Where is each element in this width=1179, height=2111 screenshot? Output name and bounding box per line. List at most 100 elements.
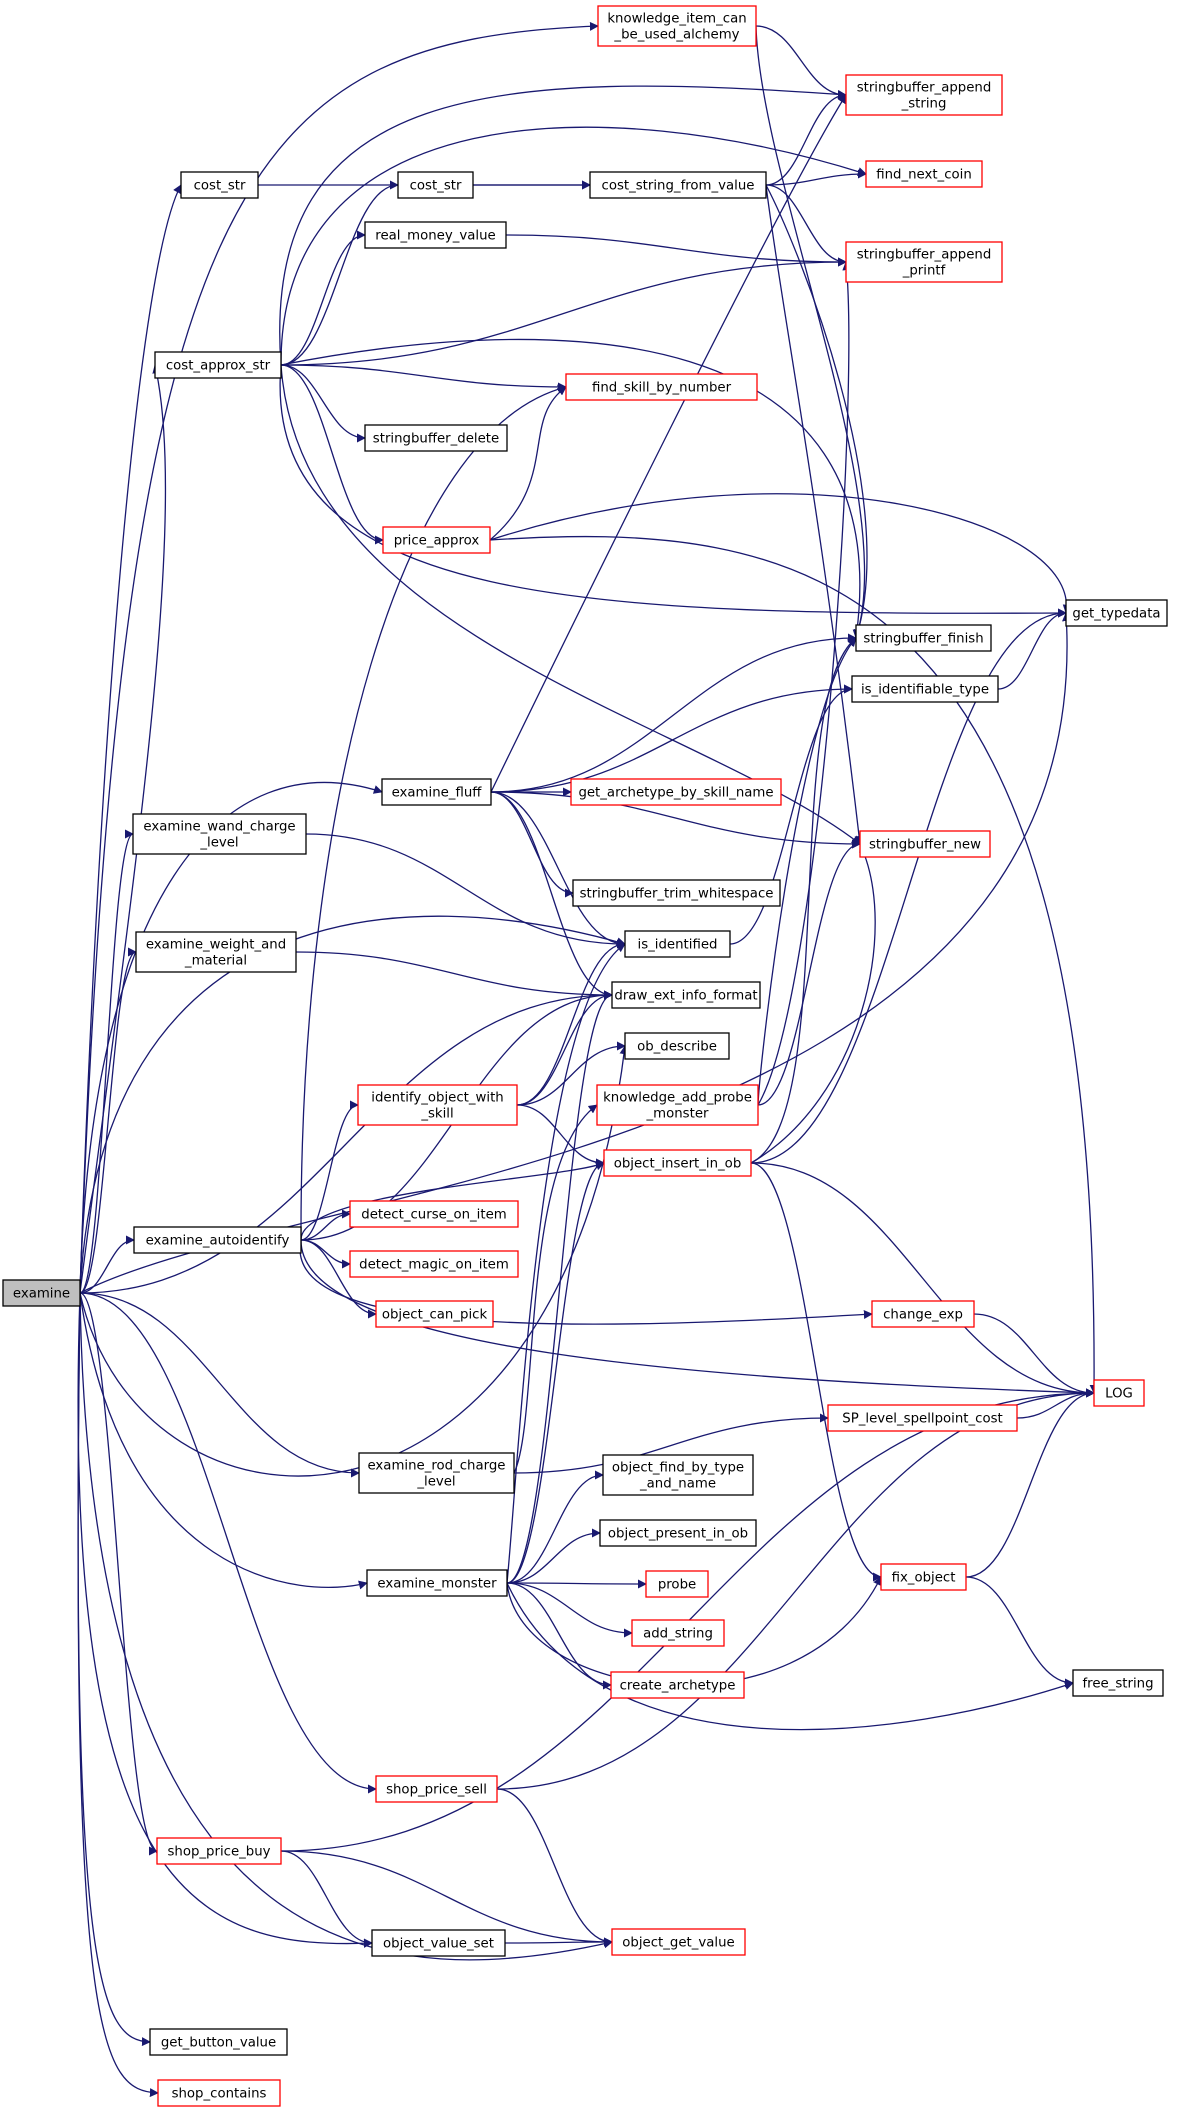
node-object-insert-in-ob[interactable]: object_insert_in_ob [603,1149,752,1177]
node-create-archetype[interactable]: create_archetype [610,1671,745,1699]
node-box[interactable] [1072,1669,1164,1697]
node-sb-new[interactable]: stringbuffer_new [859,830,991,858]
node-cost-str1[interactable]: cost_str [180,171,259,199]
node-sp-level[interactable]: SP_level_spellpoint_cost [827,1404,1018,1432]
node-box[interactable] [603,1149,752,1177]
node-knowledge-item[interactable]: knowledge_item_can_be_used_alchemy [597,5,757,47]
node-box[interactable] [132,813,307,855]
node-examine-monster[interactable]: examine_monster [366,1569,508,1597]
node-find-next-coin[interactable]: find_next_coin [865,160,983,188]
node-draw-ext[interactable]: draw_ext_info_format [611,981,761,1009]
node-cost-string-from-value[interactable]: cost_string_from_value [589,171,767,199]
node-box[interactable] [357,1084,518,1126]
node-shop-contains[interactable]: shop_contains [157,2079,281,2107]
node-box[interactable] [624,930,731,958]
node-cost-approx-str[interactable]: cost_approx_str [154,351,282,379]
node-object-find-by-type[interactable]: object_find_by_type_and_name [602,1454,754,1496]
node-find-skill-by-number[interactable]: find_skill_by_number [565,373,758,401]
node-box[interactable] [397,171,474,199]
node-box[interactable] [871,1300,975,1328]
node-real-money-value[interactable]: real_money_value [364,221,507,249]
node-box[interactable] [845,74,1003,116]
node-get-button-value[interactable]: get_button_value [149,2028,288,2056]
node-free-string[interactable]: free_string [1072,1669,1164,1697]
node-box[interactable] [645,1570,709,1598]
node-box[interactable] [358,1452,515,1494]
node-box[interactable] [851,675,999,703]
node-box[interactable] [859,830,991,858]
node-box[interactable] [135,931,297,973]
node-cost-str2[interactable]: cost_str [397,171,474,199]
node-sb-append-string[interactable]: stringbuffer_append_string [845,74,1003,116]
node-get-typedata[interactable]: get_typedata [1065,599,1168,627]
node-box[interactable] [133,1226,302,1254]
node-box[interactable] [596,1084,759,1126]
node-box[interactable] [349,1200,519,1228]
node-box[interactable] [880,1563,967,1591]
node-box[interactable] [180,171,259,199]
node-box[interactable] [156,1837,282,1865]
node-examine-autoidentify[interactable]: examine_autoidentify [133,1226,302,1254]
node-detect-magic[interactable]: detect_magic_on_item [349,1250,519,1278]
node-examine-rod[interactable]: examine_rod_charge_level [358,1452,515,1494]
node-examine[interactable]: examine [2,1279,81,1307]
node-box[interactable] [1065,599,1168,627]
node-shop-price-sell[interactable]: shop_price_sell [375,1775,498,1803]
node-object-get-value[interactable]: object_get_value [611,1928,746,1956]
node-box[interactable] [624,1032,730,1060]
node-knowledge-add-probe[interactable]: knowledge_add_probe_monster [596,1084,759,1126]
node-detect-curse[interactable]: detect_curse_on_item [349,1200,519,1228]
node-identify-object[interactable]: identify_object_with_skill [357,1084,518,1126]
node-ob-describe[interactable]: ob_describe [624,1032,730,1060]
node-box[interactable] [366,1569,508,1597]
node-object-value-set[interactable]: object_value_set [371,1929,506,1957]
node-box[interactable] [149,2028,288,2056]
node-box[interactable] [572,879,781,907]
node-change-exp[interactable]: change_exp [871,1300,975,1328]
node-sb-append-printf[interactable]: stringbuffer_append_printf [845,241,1003,283]
node-object-present-in-ob[interactable]: object_present_in_ob [599,1519,757,1547]
node-get-arch-by-skill[interactable]: get_archetype_by_skill_name [570,778,782,806]
node-box[interactable] [364,424,508,452]
node-box[interactable] [2,1279,81,1307]
node-box[interactable] [631,1619,725,1647]
node-box[interactable] [855,624,992,652]
node-sb-trim[interactable]: stringbuffer_trim_whitespace [572,879,781,907]
node-box[interactable] [381,778,492,806]
node-box[interactable] [565,373,758,401]
node-add-string[interactable]: add_string [631,1619,725,1647]
node-price-approx[interactable]: price_approx [382,526,491,554]
node-shop-price-buy[interactable]: shop_price_buy [156,1837,282,1865]
node-box[interactable] [610,1671,745,1699]
node-is-identifiable-type[interactable]: is_identifiable_type [851,675,999,703]
node-LOG[interactable]: LOG [1093,1379,1145,1407]
node-box[interactable] [589,171,767,199]
node-examine-fluff[interactable]: examine_fluff [381,778,492,806]
node-object-can-pick[interactable]: object_can_pick [375,1300,494,1328]
node-box[interactable] [597,5,757,47]
node-box[interactable] [611,981,761,1009]
node-box[interactable] [364,221,507,249]
node-box[interactable] [599,1519,757,1547]
node-box[interactable] [157,2079,281,2107]
node-box[interactable] [349,1250,519,1278]
node-box[interactable] [845,241,1003,283]
node-probe[interactable]: probe [645,1570,709,1598]
node-box[interactable] [382,526,491,554]
node-box[interactable] [154,351,282,379]
node-box[interactable] [570,778,782,806]
node-box[interactable] [375,1775,498,1803]
node-box[interactable] [375,1300,494,1328]
node-box[interactable] [371,1929,506,1957]
node-is-identified[interactable]: is_identified [624,930,731,958]
node-fix-object[interactable]: fix_object [880,1563,967,1591]
node-examine-wand[interactable]: examine_wand_charge_level [132,813,307,855]
node-box[interactable] [611,1928,746,1956]
node-sb-delete[interactable]: stringbuffer_delete [364,424,508,452]
node-box[interactable] [827,1404,1018,1432]
node-box[interactable] [865,160,983,188]
node-sb-finish[interactable]: stringbuffer_finish [855,624,992,652]
node-box[interactable] [602,1454,754,1496]
node-box[interactable] [1093,1379,1145,1407]
node-examine-weight[interactable]: examine_weight_and_material [135,931,297,973]
